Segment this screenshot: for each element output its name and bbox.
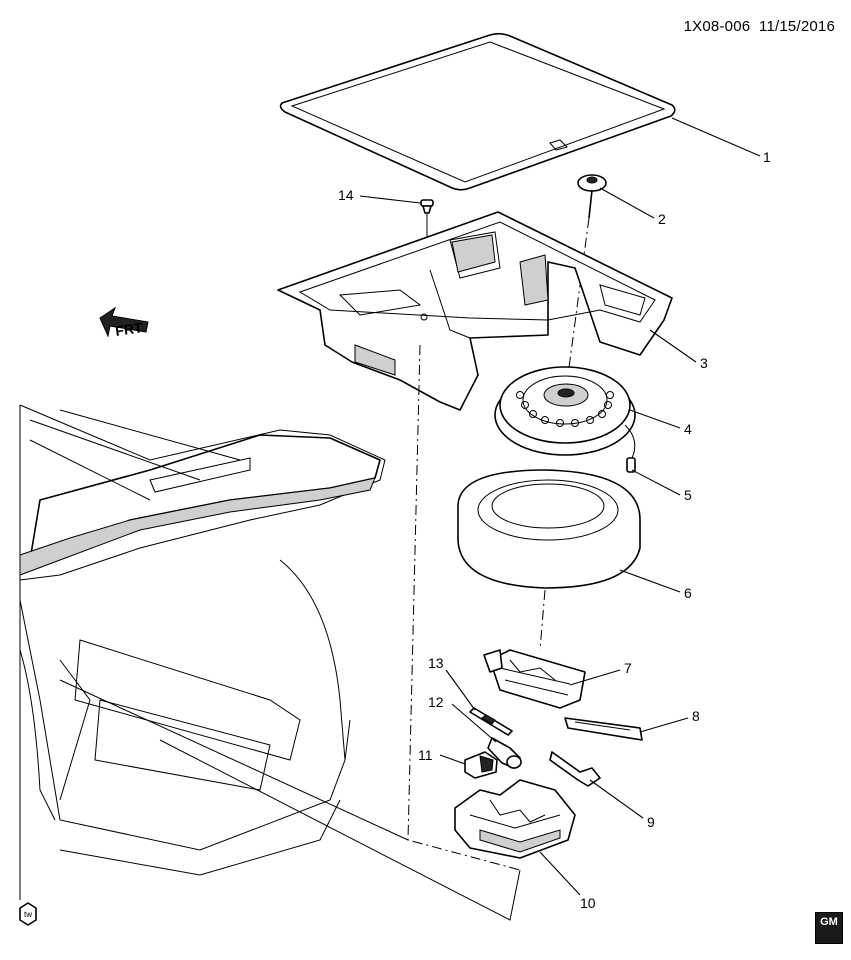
callout-9: 9 (647, 814, 655, 830)
callout-10: 10 (580, 895, 596, 911)
tw-logo-text: tw (24, 910, 32, 919)
callout-8: 8 (692, 708, 700, 724)
callout-11: 11 (418, 747, 433, 763)
callout-13: 13 (428, 655, 444, 671)
part-5-valve-stem (624, 424, 636, 473)
callout-14: 14 (338, 187, 354, 203)
part-11-tool-holder (464, 751, 498, 779)
callout-5: 5 (684, 487, 692, 503)
part-9-extension (549, 751, 601, 787)
diagram-header: 1X08-006 11/15/2016 (684, 18, 835, 35)
part-3-storage-tray (277, 211, 673, 871)
callout-4: 4 (684, 421, 692, 437)
part-8-wrench (564, 717, 643, 741)
callout-6: 6 (684, 585, 692, 601)
diagram-code: 1X08-006 (683, 18, 751, 35)
vehicle-rear-outline (19, 404, 386, 900)
part-1-load-floor-panel (279, 32, 676, 191)
tw-logo: tw (19, 902, 37, 926)
callout-leaders (359, 117, 761, 896)
part-6-tire (457, 469, 641, 651)
front-direction-marker: FRT (99, 306, 149, 339)
callout-1: 1 (763, 149, 771, 165)
part-7-jack (483, 649, 586, 709)
front-marker-label: FRT (114, 319, 144, 339)
callout-7: 7 (624, 660, 632, 676)
leader-vehicle-tray (59, 679, 409, 841)
callout-12: 12 (428, 694, 444, 710)
leader-vehicle-tools (159, 739, 521, 921)
part-10-tool-container (454, 779, 576, 859)
callout-2: 2 (658, 211, 666, 227)
diagram-date: 11/15/2016 (759, 18, 835, 35)
gm-logo-text: GM (820, 916, 838, 928)
part-4-wheel-rim (494, 366, 636, 456)
part-2-wheel-hold-down (565, 174, 607, 391)
part-13-screwdriver (469, 707, 513, 736)
gm-logo: GM (815, 912, 843, 944)
part-12-adapter (487, 737, 522, 769)
callout-3: 3 (700, 355, 708, 371)
callout-numbers: 1 2 3 4 5 6 7 8 9 10 11 12 13 14 (338, 149, 771, 911)
